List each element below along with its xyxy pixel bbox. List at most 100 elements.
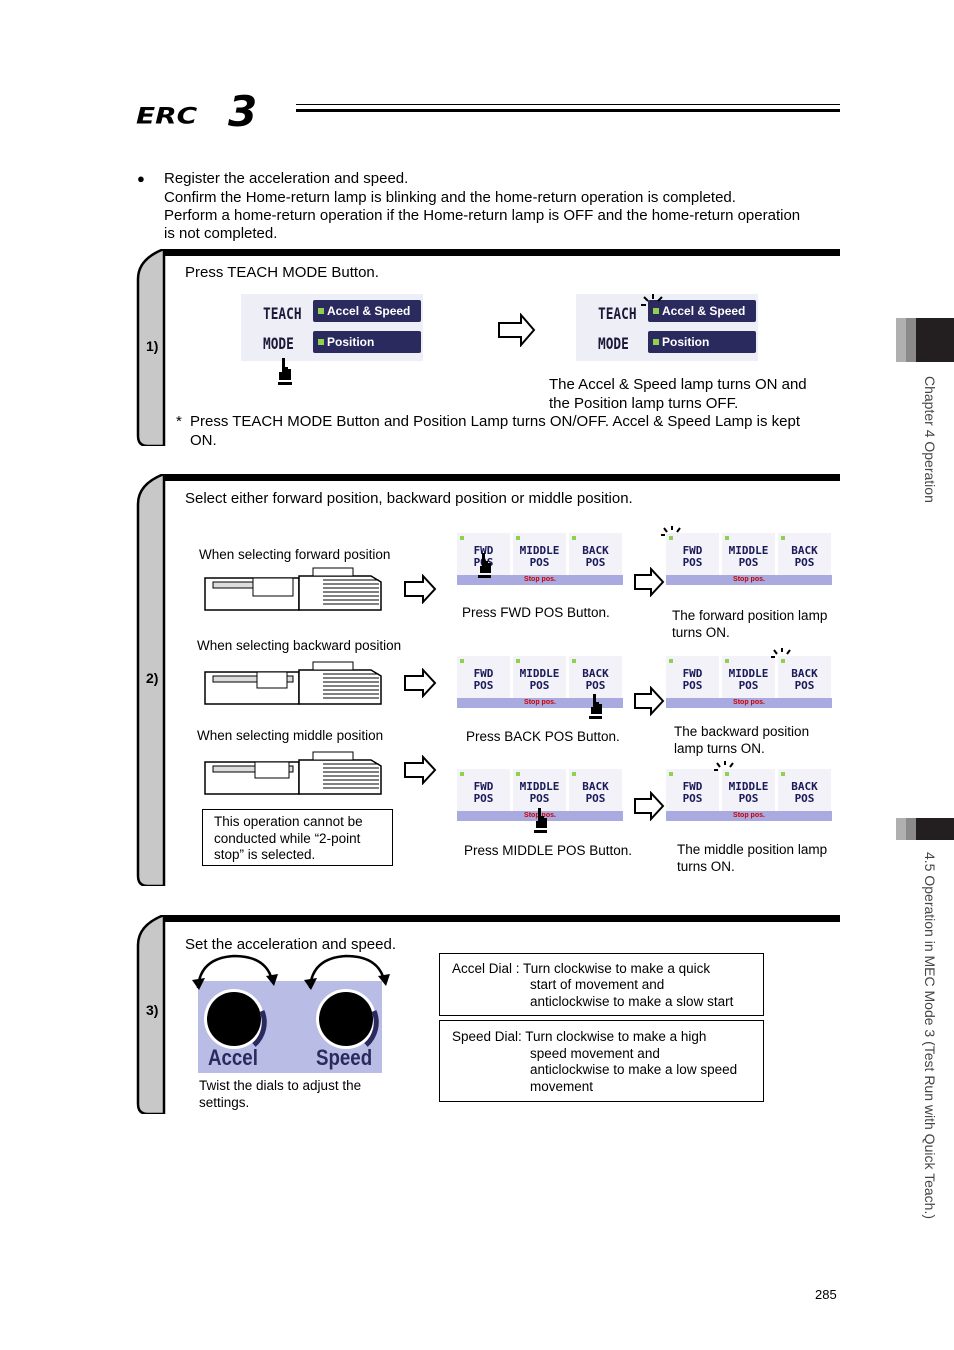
lamp-dot-icon <box>460 536 464 540</box>
stop-pos-bar: Stop pos. <box>457 698 623 708</box>
lamp-dot-icon <box>572 772 576 776</box>
hand-pointer-icon <box>278 358 292 385</box>
fwd-label: FWD <box>473 544 494 557</box>
middle-label: MIDDLE <box>728 780 769 793</box>
pos-label: POS <box>682 792 703 805</box>
middle-label: MIDDLE <box>519 544 560 557</box>
arrow-right-icon <box>404 574 437 604</box>
back-label: BACK <box>791 544 818 557</box>
step2-tab <box>136 474 166 886</box>
pos-label: POS <box>585 556 606 569</box>
position-lamp-label: Position <box>327 335 375 349</box>
lamp-blink-icon <box>714 761 734 771</box>
position-lamp: Position <box>648 331 756 353</box>
back-label: BACK <box>791 667 818 680</box>
stop-pos-bar: Stop pos. <box>666 698 832 708</box>
hand-pointer-icon <box>478 553 491 578</box>
pos-label: POS <box>738 556 759 569</box>
pos-label: POS <box>738 679 759 692</box>
section-side-label: 4.5 Operation in MEC Mode 3 (Test Run wi… <box>920 852 938 1312</box>
lamp-dot-icon <box>669 536 673 540</box>
stop-pos-bar: Stop pos. <box>666 575 832 585</box>
case-backward: When selecting backward position <box>197 638 402 653</box>
arrow-right-icon <box>404 668 437 698</box>
pos-label: POS <box>473 792 494 805</box>
step3-top-rule <box>165 915 840 922</box>
erc3-logo-icon: ERC 3 <box>136 87 257 136</box>
accel-dial-icon[interactable] <box>198 981 290 1053</box>
step1-note-line-2: ON. <box>190 432 217 449</box>
step3-instruction: Set the acceleration and speed. <box>185 936 396 953</box>
press-middle-caption: Press MIDDLE POS Button. <box>464 843 633 858</box>
accel-speed-lamp-label: Accel & Speed <box>327 304 411 318</box>
speed-desc-line-3: anticlockwise to make a low speed <box>530 1062 738 1077</box>
arrow-right-icon <box>404 755 437 785</box>
pos-label: POS <box>529 792 550 805</box>
teach-text: TEACH <box>263 304 302 323</box>
accel-speed-lamp: Accel & Speed <box>648 300 756 322</box>
lamp-dot-icon <box>516 772 520 776</box>
chapter-side-label: Chapter 4 Operation <box>920 376 938 536</box>
mode-text: MODE <box>263 334 294 353</box>
lamp-blink-icon <box>771 648 791 658</box>
header-rule-thick <box>296 109 840 112</box>
pos-label: POS <box>682 556 703 569</box>
page-number: 285 <box>815 1287 837 1302</box>
speed-desc-line-1: Speed Dial: Turn clockwise to make a hig… <box>452 1029 707 1044</box>
step1-label: 1) <box>146 338 159 354</box>
speed-dial-icon[interactable] <box>310 981 382 1053</box>
fwd-label: FWD <box>682 780 703 793</box>
step1-tab <box>136 249 166 446</box>
lamp-dot-icon <box>460 772 464 776</box>
step1-note-star: * <box>176 413 182 430</box>
step1-result-line-2: the Position lamp turns OFF. <box>549 395 739 412</box>
actuator-backward-icon <box>204 661 382 705</box>
step1-note-line-1: Press TEACH MODE Button and Position Lam… <box>190 413 800 430</box>
middle-label: MIDDLE <box>728 667 769 680</box>
dial-caption-line-1: Twist the dials to adjust the <box>199 1078 362 1093</box>
pos-label: POS <box>682 679 703 692</box>
lamp-dot-icon <box>725 659 729 663</box>
teach-panel-after: TEACH MODE Accel & Speed Position <box>576 294 758 361</box>
speed-dial-label: Speed <box>316 1045 373 1070</box>
case-middle: When selecting middle position <box>197 728 384 743</box>
middle-label: MIDDLE <box>519 780 560 793</box>
pos-label: POS <box>529 556 550 569</box>
intro-line-1: Register the acceleration and speed. <box>164 170 409 187</box>
lamp-dot-icon <box>669 659 673 663</box>
rotate-arrow-icon <box>192 954 278 990</box>
chapter-side-text: Chapter 4 Operation <box>922 376 938 503</box>
position-lamp-label: Position <box>662 335 710 349</box>
header-rule-thin <box>296 104 840 105</box>
step1-result-line-1: The Accel & Speed lamp turns ON and <box>549 376 807 393</box>
lamp-dot-icon <box>781 772 785 776</box>
pos-label: POS <box>738 792 759 805</box>
chapter-tab <box>896 318 954 362</box>
accel-speed-lamp-label: Accel & Speed <box>662 304 746 318</box>
lamp-dot-icon <box>653 308 659 314</box>
lamp-dot-icon <box>572 659 576 663</box>
step3-label: 3) <box>146 1002 159 1018</box>
lamp-dot-icon <box>725 772 729 776</box>
result-middle-line-2: turns ON. <box>677 859 735 874</box>
section-side-text: 4.5 Operation in MEC Mode 3 (Test Run wi… <box>922 852 938 1220</box>
